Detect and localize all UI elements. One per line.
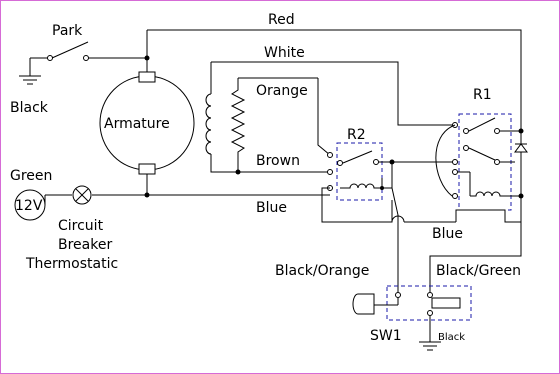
relay-r2 bbox=[327, 142, 455, 201]
relay-r1 bbox=[452, 113, 528, 211]
label-circuit: Circuit bbox=[58, 218, 104, 234]
label-blue-right: Blue bbox=[432, 226, 463, 242]
wire-black-green bbox=[429, 222, 522, 292]
wire-red bbox=[147, 29, 522, 132]
label-thermostatic: Thermostatic bbox=[25, 256, 118, 272]
label-sw1: SW1 bbox=[370, 328, 402, 344]
label-black-orange: Black/Orange bbox=[275, 263, 369, 279]
armature-motor bbox=[99, 30, 195, 198]
circuit-breaker bbox=[72, 185, 92, 205]
wire-white bbox=[329, 61, 455, 126]
label-green: Green bbox=[10, 168, 52, 184]
wire-black-orange bbox=[391, 187, 399, 292]
label-r1: R1 bbox=[473, 87, 492, 103]
label-blue-left: Blue bbox=[256, 200, 287, 216]
label-r2: R2 bbox=[347, 127, 366, 143]
label-armature: Armature bbox=[104, 116, 170, 132]
label-black-green: Black/Green bbox=[436, 263, 521, 279]
switch-sw1 bbox=[352, 285, 472, 351]
battery-12v bbox=[14, 189, 46, 221]
label-park: Park bbox=[52, 23, 83, 39]
park-switch bbox=[30, 41, 147, 61]
park-ground-symbol bbox=[19, 58, 41, 85]
label-sw1-black: Black bbox=[438, 332, 465, 343]
label-white: White bbox=[264, 45, 305, 61]
wire-crossover-arc bbox=[435, 124, 456, 197]
field-resistor bbox=[230, 77, 318, 175]
label-battery-12v: 12V bbox=[15, 198, 43, 214]
label-black: Black bbox=[10, 100, 49, 116]
field-coil bbox=[205, 61, 329, 173]
wire-orange bbox=[317, 78, 331, 156]
label-red: Red bbox=[268, 12, 295, 28]
label-orange: Orange bbox=[256, 83, 308, 99]
label-brown: Brown bbox=[256, 153, 300, 169]
label-breaker: Breaker bbox=[58, 237, 112, 253]
